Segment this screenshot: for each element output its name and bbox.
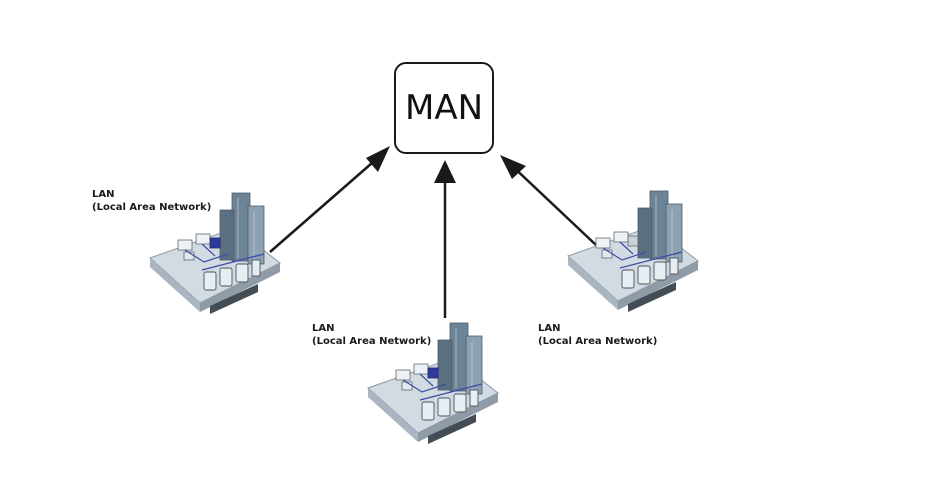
lan-subtitle: (Local Area Network): [312, 336, 432, 347]
arrowhead-left: [366, 146, 390, 172]
man-node: MAN: [394, 62, 494, 154]
lan-network-illustration-icon: [567, 190, 699, 312]
lan-title: LAN: [92, 189, 115, 200]
lan-label-right: LAN (Local Area Network): [538, 322, 657, 348]
arrow-left-lan-to-man: [269, 155, 381, 253]
lan-subtitle: (Local Area Network): [538, 336, 658, 347]
lan-subtitle: (Local Area Network): [92, 202, 212, 213]
lan-title: LAN: [538, 323, 561, 334]
lan-network-illustration-icon: [149, 192, 281, 314]
lan-label-center: LAN (Local Area Network): [312, 322, 431, 348]
arrow-right-lan-to-man: [507, 161, 597, 246]
man-node-label: MAN: [404, 88, 484, 128]
lan-title: LAN: [312, 323, 335, 334]
arrowhead-right: [500, 155, 526, 179]
lan-network-illustration-icon: [367, 322, 499, 444]
lan-label-left: LAN (Local Area Network): [92, 188, 211, 214]
arrowhead-center: [434, 160, 456, 183]
